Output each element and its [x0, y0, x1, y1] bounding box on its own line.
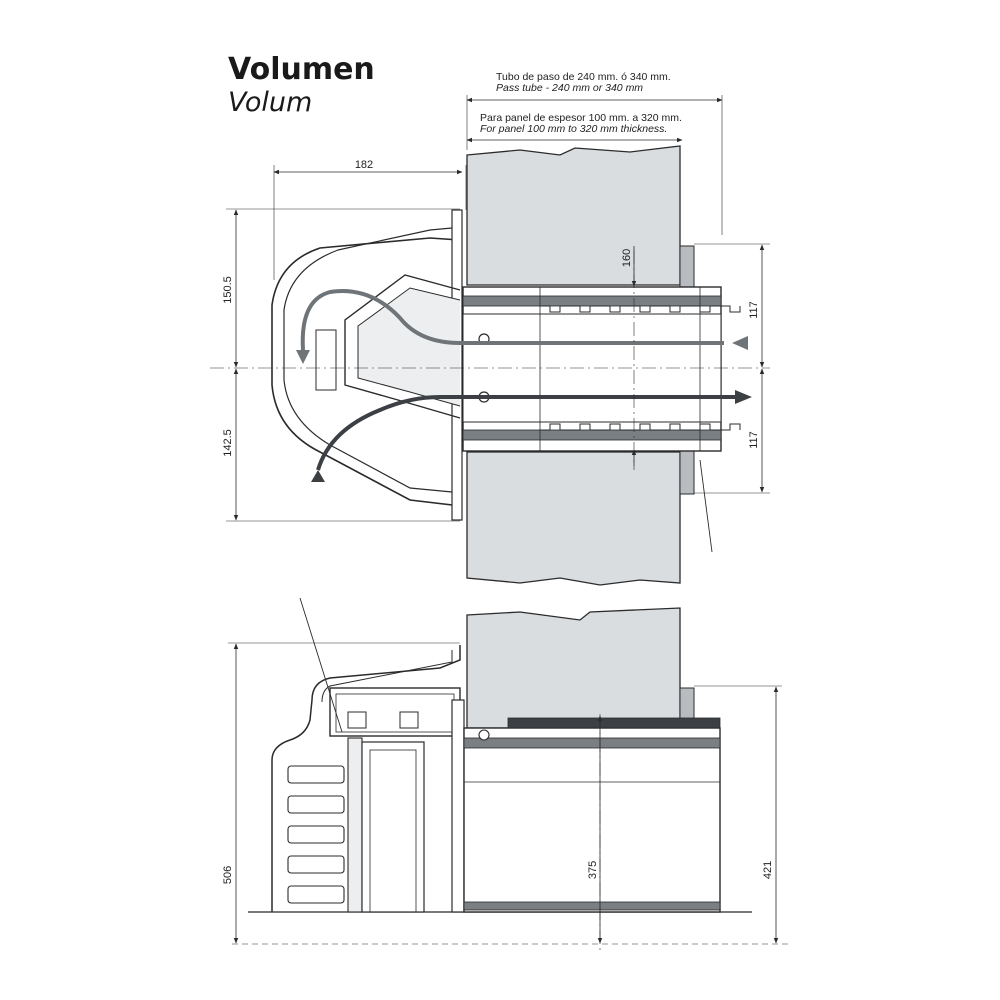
clamp-bar-side: [507, 717, 721, 729]
dim-142-5-label: 142.5: [222, 429, 234, 457]
filter-frame: [347, 737, 363, 913]
hood-inner: [283, 227, 453, 493]
pass-tube-note-es: Tubo de paso de 240 mm. ó 340 mm.: [496, 71, 671, 83]
hood-outer: [271, 210, 461, 521]
louver: [287, 855, 345, 874]
leader-line-side: [299, 597, 343, 733]
dim-182-label: 182: [355, 159, 373, 171]
dim-506-label: 506: [222, 866, 234, 884]
louver: [287, 825, 345, 844]
arrow-down-icon: [296, 350, 310, 364]
louver: [287, 885, 345, 904]
panel-note-en: For panel 100 mm to 320 mm thickness.: [480, 123, 668, 135]
panel-note: Para panel de espesor 100 mm. a 320 mm. …: [480, 113, 682, 135]
wall-panel-side: [466, 607, 681, 729]
top-view: 182 160 150.5 142.5 117 117: [210, 95, 770, 586]
dim-150-5-label: 150.5: [222, 276, 234, 304]
dim-160-label: 160: [621, 249, 633, 267]
arrow-right-icon: [735, 390, 752, 404]
access-door: [361, 741, 425, 913]
wall-panel-bottom: [466, 451, 681, 586]
fan-baffle-inner: [357, 287, 461, 407]
bolt: [478, 729, 490, 741]
arrow-up-icon: [311, 470, 325, 482]
louver: [287, 795, 345, 814]
title: Volumen: [228, 52, 375, 87]
leader-line-top: [699, 459, 713, 553]
mount-plate-side: [451, 699, 465, 913]
dim-117-bottom-label: 117: [748, 431, 760, 449]
pass-tube-side: [463, 727, 721, 913]
pass-tube-wall-bottom: [462, 429, 722, 441]
subtitle: Volum: [228, 87, 313, 118]
side-view: 506 375 421: [222, 597, 790, 950]
fan-baffle: [344, 274, 461, 419]
wall-panel-top: [466, 145, 681, 286]
connector: [399, 711, 419, 729]
pass-tube-wall-top: [462, 295, 722, 307]
dim-421-label: 421: [762, 861, 774, 879]
airflow-intake-path: [316, 395, 735, 471]
dim-375-label: 375: [587, 861, 599, 879]
arrow-left-icon: [732, 336, 748, 350]
hood-side-inner: [321, 650, 453, 703]
connector: [347, 711, 367, 729]
dim-117-top-label: 117: [748, 301, 760, 319]
hood-vent: [315, 329, 337, 391]
airflow-exhaust-path: [300, 289, 724, 351]
pass-tube-note: Tubo de paso de 240 mm. ó 340 mm. Pass t…: [496, 72, 671, 94]
panel-note-es: Para panel de espesor 100 mm. a 320 mm.: [480, 112, 682, 124]
pass-tube-note-en: Pass tube - 240 mm or 340 mm: [496, 82, 644, 94]
louver: [287, 765, 345, 784]
hood-side-outer: [271, 645, 461, 912]
